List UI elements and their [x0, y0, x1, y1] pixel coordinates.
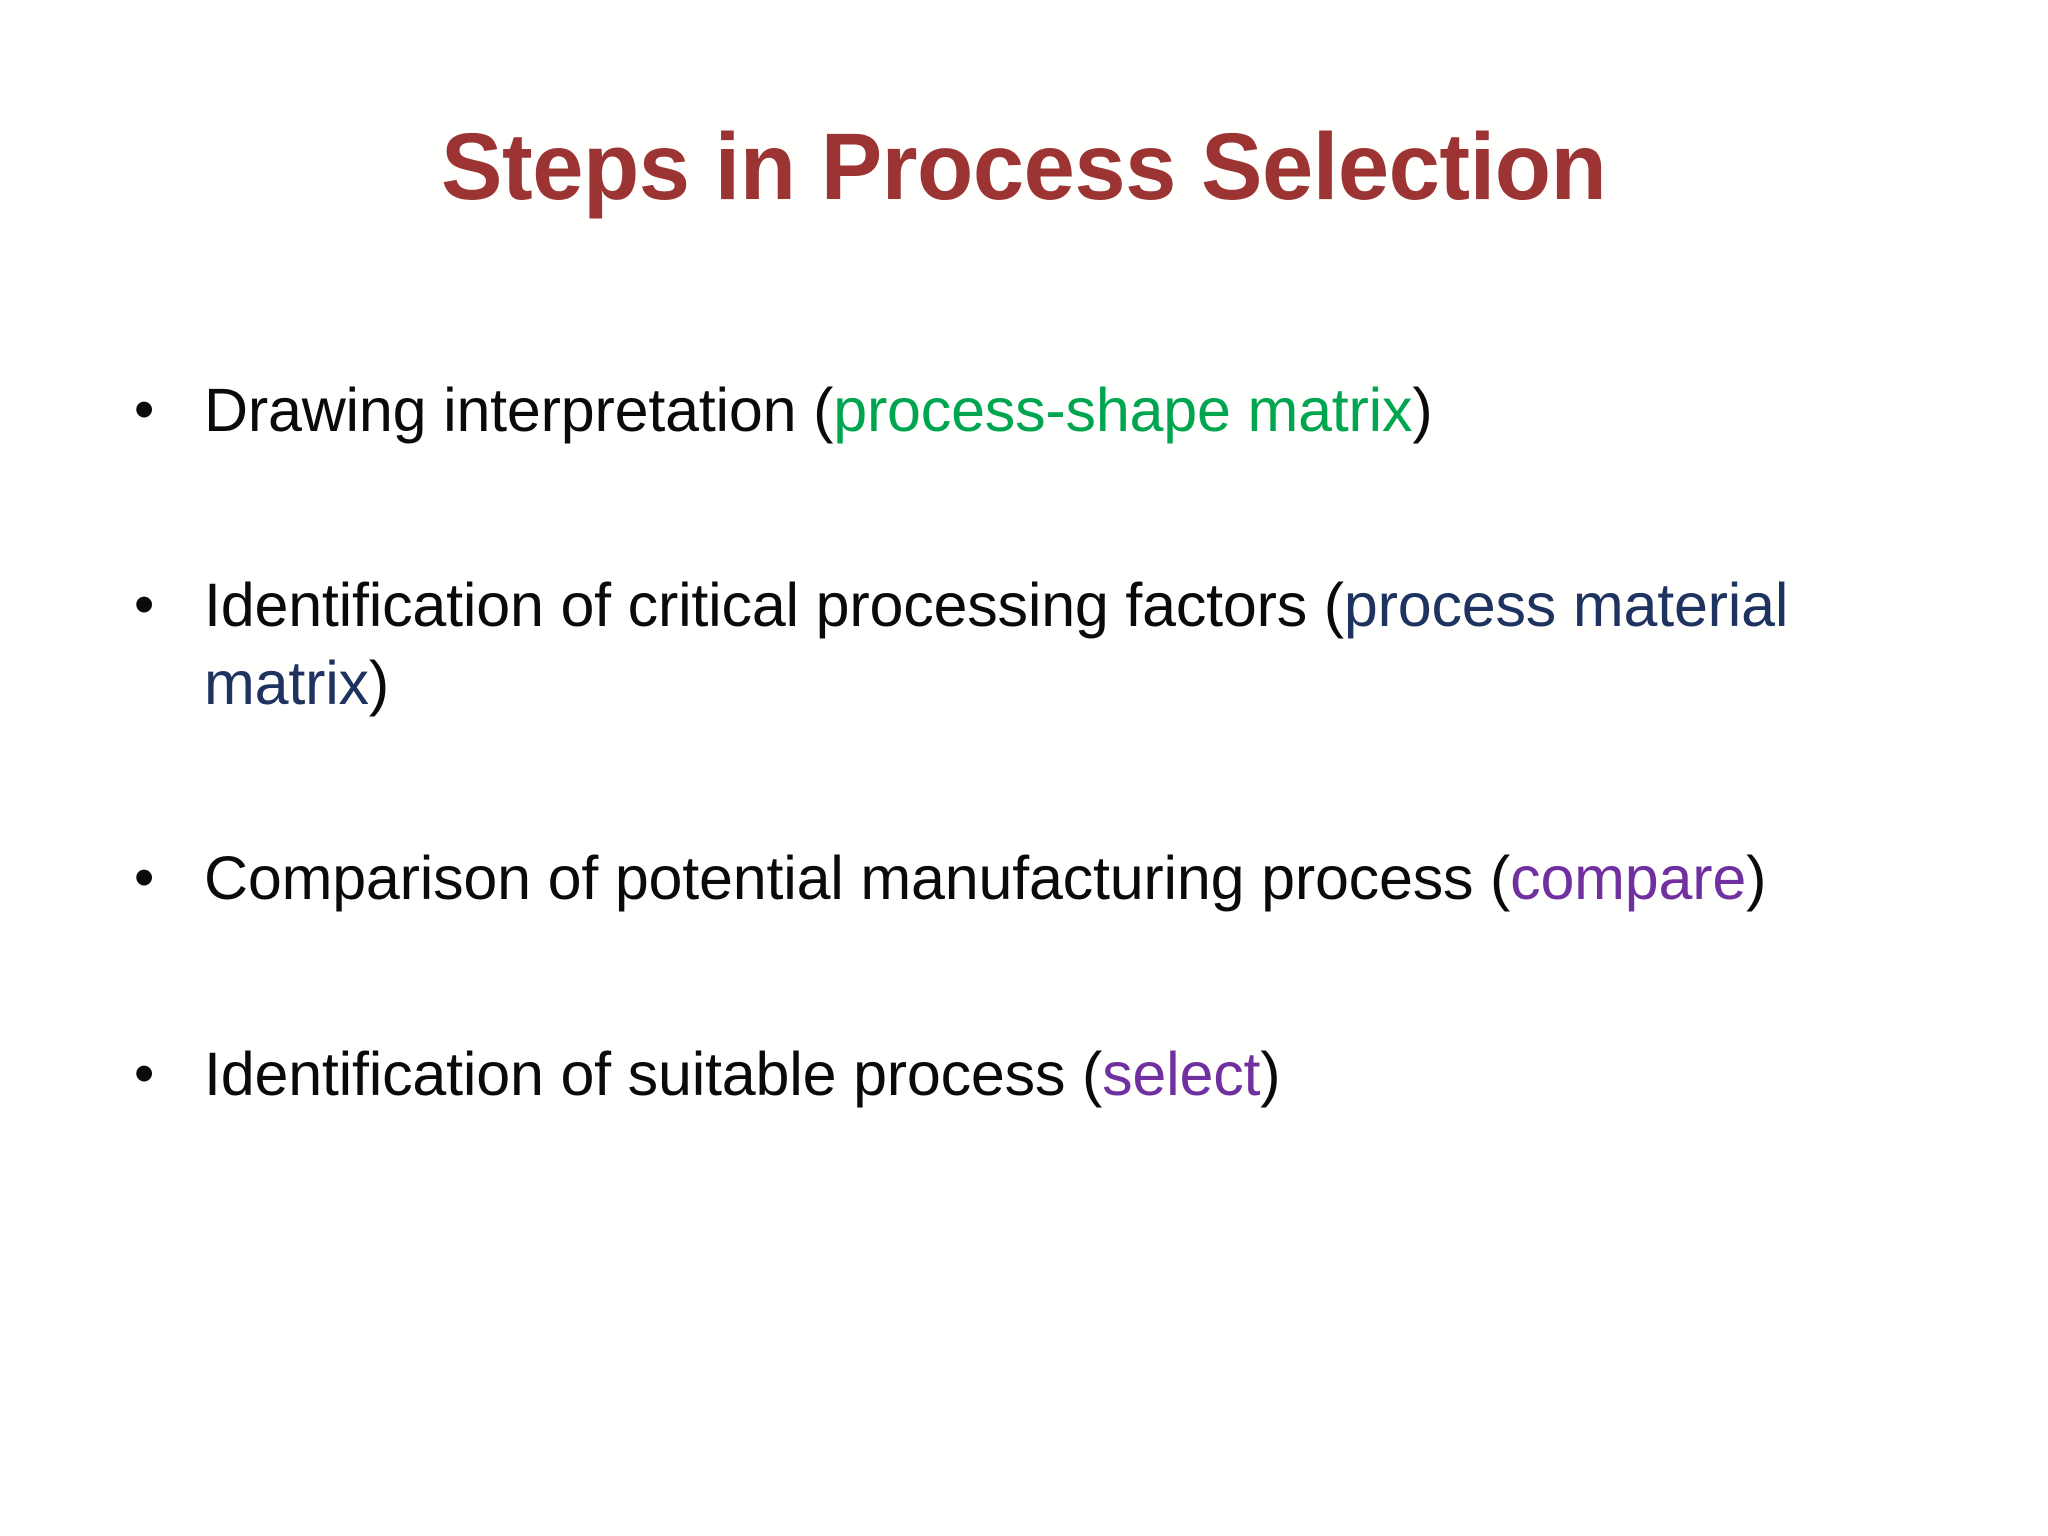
text-run-plain: Drawing interpretation (	[204, 376, 834, 444]
text-run-close-paren: )	[1260, 1039, 1281, 1108]
text-run-accent-navy: process material matrix	[204, 571, 1789, 717]
text-run-plain: Comparison of potential manufacturing pr…	[204, 844, 1511, 913]
list-item-text: Identification of critical processing fa…	[204, 567, 1904, 722]
text-run-close-paren: )	[1412, 376, 1433, 444]
list-item: • Identification of critical processing …	[118, 567, 1938, 722]
bullet-point-icon: •	[134, 845, 155, 911]
list-item: • Drawing interpretation (process-shape …	[118, 372, 1938, 449]
text-run-plain: Identification of critical processing fa…	[204, 571, 1344, 640]
text-run-close-paren: )	[368, 648, 389, 717]
list-item: • Identification of suitable process (se…	[118, 1036, 1938, 1113]
list-item-text: Identification of suitable process (sele…	[204, 1036, 1938, 1113]
bullet-point-icon: •	[134, 1040, 155, 1106]
text-run-close-paren: )	[1746, 844, 1767, 913]
list-item-text: Drawing interpretation (process-shape ma…	[204, 372, 1938, 449]
list-item: • Comparison of potential manufacturing …	[118, 840, 1938, 917]
text-run-accent-purple: select	[1102, 1039, 1261, 1108]
bullet-point-icon: •	[134, 377, 155, 442]
text-run-plain: Identification of suitable process (	[204, 1039, 1103, 1108]
title-container: Steps in Process Selection	[0, 114, 2048, 220]
bullet-point-icon: •	[134, 572, 155, 638]
text-run-accent-purple: compare	[1510, 844, 1747, 913]
bullet-list: • Drawing interpretation (process-shape …	[118, 372, 1938, 1113]
list-item-text: Comparison of potential manufacturing pr…	[204, 840, 1844, 917]
page-title: Steps in Process Selection	[441, 114, 1607, 220]
text-run-accent-green: process-shape matrix	[833, 376, 1413, 444]
